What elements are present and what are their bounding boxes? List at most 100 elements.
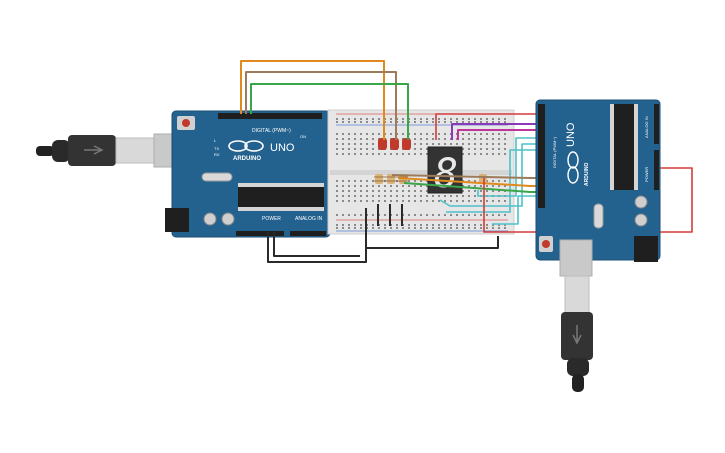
breadboard-hole (354, 133, 356, 135)
seven-segment-display[interactable]: 8 (427, 146, 463, 197)
breadboard-hole (492, 180, 494, 182)
breadboard-hole (486, 224, 488, 226)
breadboard-hole (342, 143, 344, 145)
breadboard-hole (336, 118, 338, 120)
breadboard-hole (426, 118, 428, 120)
breadboard-hole (336, 138, 338, 140)
breadboard-hole (450, 121, 452, 123)
breadboard-hole (408, 227, 410, 229)
breadboard-hole (444, 143, 446, 145)
l-led-label: L (214, 138, 217, 143)
power-jack-right[interactable] (634, 236, 658, 262)
breadboard-hole (456, 143, 458, 145)
breadboard-hole (372, 180, 374, 182)
breadboard-hole (462, 153, 464, 155)
analog-header-right[interactable] (654, 104, 659, 144)
breadboard-hole (492, 148, 494, 150)
breadboard-hole (498, 185, 500, 187)
breadboard-hole (414, 185, 416, 187)
breadboard-hole (372, 153, 374, 155)
breadboard-hole (420, 200, 422, 202)
breadboard-hole (498, 224, 500, 226)
power-jack-left[interactable] (165, 208, 189, 232)
breadboard-hole (438, 138, 440, 140)
breadboard-hole (354, 121, 356, 123)
breadboard-hole (450, 214, 452, 216)
breadboard-hole (342, 224, 344, 226)
breadboard-hole (366, 118, 368, 120)
breadboard-hole (504, 133, 506, 135)
breadboard-hole (444, 118, 446, 120)
breadboard-hole (474, 121, 476, 123)
breadboard-hole (408, 214, 410, 216)
breadboard-hole (420, 138, 422, 140)
breadboard-hole (342, 121, 344, 123)
breadboard-hole (450, 200, 452, 202)
breadboard-hole (366, 200, 368, 202)
breadboard-hole (426, 227, 428, 229)
breadboard-hole (366, 190, 368, 192)
breadboard-hole (498, 133, 500, 135)
breadboard-hole (486, 138, 488, 140)
breadboard-hole (366, 185, 368, 187)
tx-label-left: TX (214, 146, 219, 151)
breadboard-hole (372, 118, 374, 120)
breadboard-hole (390, 190, 392, 192)
breadboard-hole (426, 180, 428, 182)
breadboard-hole (348, 214, 350, 216)
breadboard-hole (396, 214, 398, 216)
digital-header-left[interactable] (218, 113, 322, 119)
breadboard-hole (444, 200, 446, 202)
power-header-right[interactable] (654, 150, 659, 190)
breadboard-hole (348, 195, 350, 197)
breadboard-hole (336, 133, 338, 135)
breadboard-hole (468, 180, 470, 182)
breadboard-hole (372, 190, 374, 192)
breadboard-hole (360, 121, 362, 123)
breadboard-hole (390, 118, 392, 120)
breadboard-hole (480, 190, 482, 192)
power-header-left[interactable] (236, 231, 284, 236)
analog-header-left[interactable] (290, 231, 326, 236)
breadboard-hole (432, 121, 434, 123)
breadboard-hole (420, 148, 422, 150)
breadboard-hole (396, 153, 398, 155)
breadboard-hole (504, 185, 506, 187)
breadboard-hole (426, 185, 428, 187)
breadboard-hole (462, 214, 464, 216)
breadboard-hole (348, 180, 350, 182)
breadboard-hole (462, 185, 464, 187)
digital-header-right[interactable] (538, 104, 545, 208)
wire-black-2 (273, 232, 360, 257)
breadboard-hole (438, 227, 440, 229)
arduino-board-left[interactable]: DIGITAL (PWM~) ARDUINO UNO L TX RX ON PO… (165, 110, 331, 238)
breadboard-hole (360, 224, 362, 226)
breadboard-hole (474, 118, 476, 120)
breadboard-hole (348, 138, 350, 140)
breadboard-hole (450, 118, 452, 120)
breadboard-hole (504, 121, 506, 123)
breadboard-hole (408, 185, 410, 187)
breadboard-hole (468, 195, 470, 197)
breadboard-hole (420, 195, 422, 197)
breadboard-hole (360, 185, 362, 187)
breadboard-hole (360, 227, 362, 229)
breadboard-hole (348, 224, 350, 226)
breadboard-hole (462, 133, 464, 135)
breadboard-hole (408, 180, 410, 182)
breadboard-hole (498, 180, 500, 182)
breadboard-hole (378, 118, 380, 120)
breadboard-hole (468, 200, 470, 202)
leds[interactable] (378, 138, 411, 150)
breadboard-hole (462, 227, 464, 229)
breadboard[interactable] (327, 109, 515, 235)
breadboard-hole (336, 200, 338, 202)
breadboard-hole (348, 133, 350, 135)
breadboard-hole (378, 190, 380, 192)
breadboard-hole (354, 214, 356, 216)
breadboard-hole (390, 153, 392, 155)
arduino-board-right[interactable]: UNO ARDUINO DIGITAL (PWM~) POWER ANALOG … (535, 99, 661, 262)
breadboard-hole (432, 200, 434, 202)
breadboard-hole (354, 195, 356, 197)
breadboard-hole (468, 133, 470, 135)
